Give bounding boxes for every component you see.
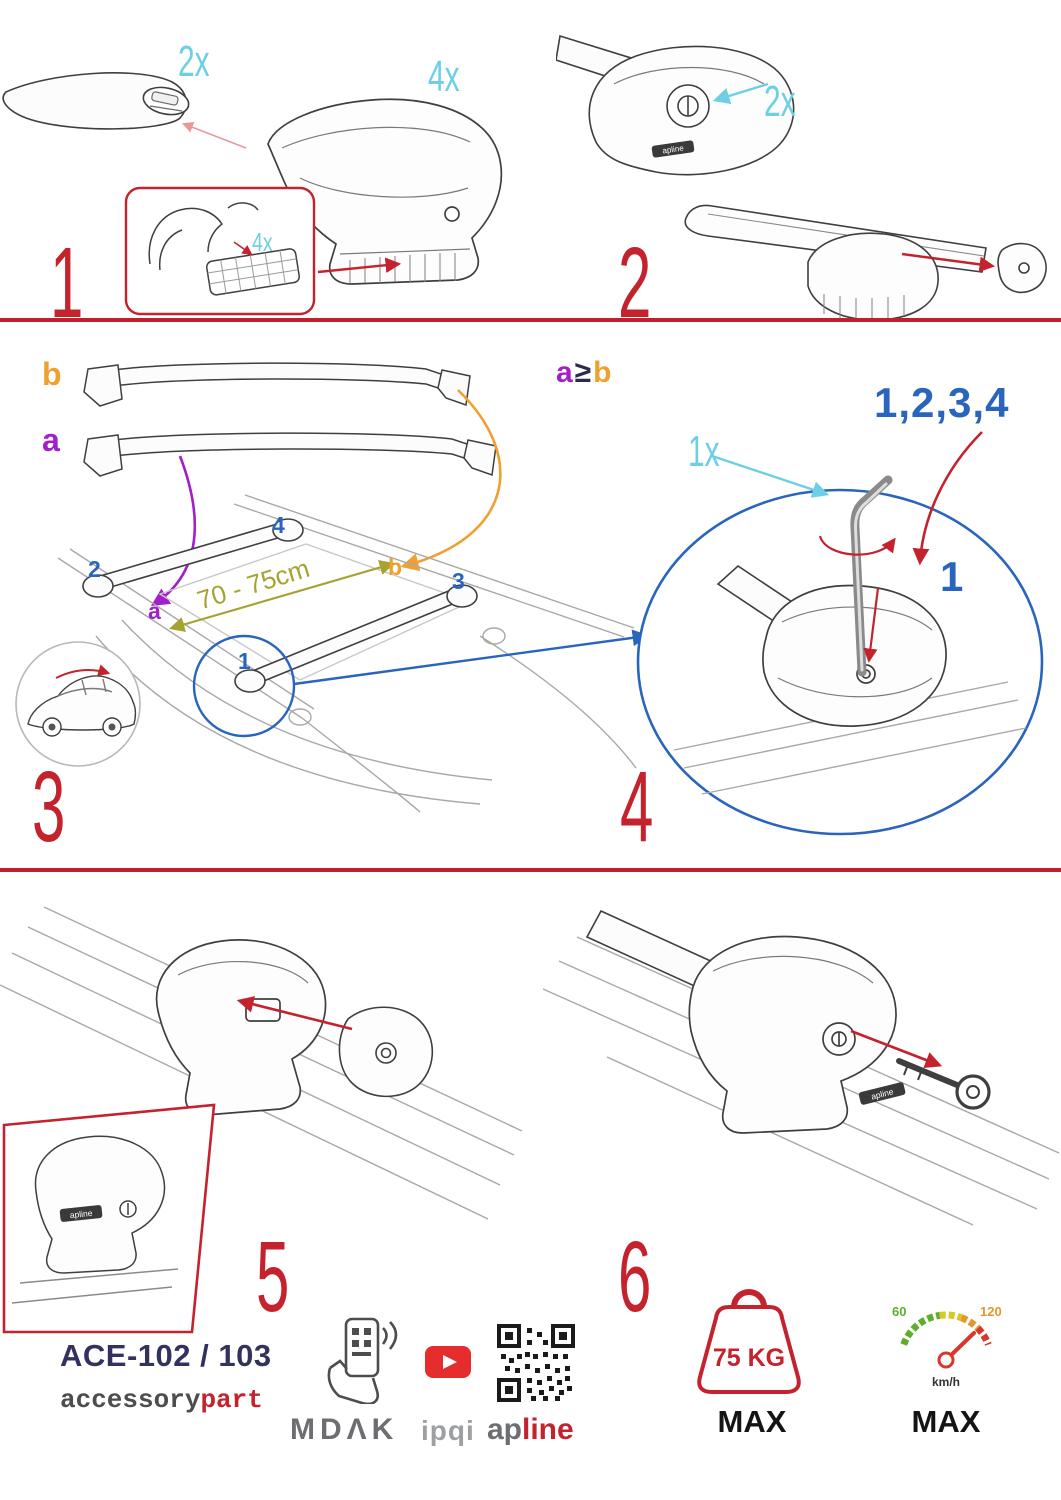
detail-connector-arrow [293, 629, 650, 686]
foot-drawing [267, 98, 503, 285]
weight-limit-value: 75 KG [713, 1344, 785, 1372]
speed-unit: km/h [932, 1375, 960, 1389]
bar-endcap-drawing [684, 204, 1047, 318]
step-2-diagram: apline [556, 34, 1047, 318]
bar-a-label: a [42, 422, 60, 458]
foot-qty-label: 4x [428, 52, 460, 101]
roof-bar-a-label: a [148, 598, 161, 624]
step-4-number: 4 [620, 751, 654, 863]
sequence-arrow [912, 431, 983, 566]
key-pointer-arrow [711, 454, 830, 498]
step-5-number: 5 [256, 1221, 290, 1333]
step-1-diagram [2, 72, 503, 316]
pad-qty-label: 4x [252, 227, 273, 257]
youtube-icon [425, 1346, 471, 1378]
rubber-pad-inset [124, 186, 316, 316]
ipqi-logo: ipqi [421, 1415, 475, 1446]
roof-crossbars [82, 518, 478, 693]
bar-leader-arrow [181, 122, 247, 149]
section-divider-1 [0, 318, 1061, 322]
crossbar-qty-label: 2x [178, 37, 210, 86]
rule-a: a [556, 356, 575, 389]
foot-lock-top-drawing [556, 34, 795, 176]
step-1-number: 1 [50, 227, 84, 339]
foot-lock-drawing [688, 935, 906, 1134]
max-speed-icon: 60 120 km/h [892, 1304, 1002, 1389]
max-weight-icon: 75 KG [697, 1289, 801, 1394]
speed-max-label: MAX [911, 1404, 981, 1439]
brand-accessory: accessory [60, 1385, 201, 1415]
key-drawing [896, 1058, 991, 1110]
step-6-diagram: apline [543, 909, 1060, 1226]
car-roof-view [57, 494, 637, 813]
roof-position-2: 2 [88, 556, 101, 582]
crossbar-drawing [2, 72, 190, 130]
rule-b: b [593, 356, 614, 389]
lock-qty-label: 2x [764, 77, 796, 126]
weight-max-label: MAX [717, 1404, 787, 1439]
key-qty-label: 1x [688, 427, 720, 476]
sequence-position-1: 1 [940, 553, 964, 600]
section-divider-2 [0, 868, 1061, 872]
lock-cover-drawing [338, 1006, 434, 1098]
rule-operator: ≥ [574, 356, 594, 389]
brand-wordmark: accessorypart [60, 1385, 263, 1415]
allen-key-drawing [850, 475, 893, 677]
qr-code [497, 1324, 575, 1402]
roof-position-1: 1 [238, 648, 251, 674]
spacing-rule: a≥b [556, 358, 613, 388]
step-5-diagram: apline [0, 906, 523, 1334]
endcap-arrow [901, 252, 996, 273]
foot-open-drawing [155, 939, 327, 1116]
step-6-number: 6 [618, 1221, 652, 1333]
lock-pointer-arrow [712, 82, 769, 105]
apline-badge: apline [662, 143, 685, 155]
key-insert-arrow [850, 1029, 943, 1069]
speed-scale-high: 120 [980, 1304, 1002, 1319]
pad-to-foot-arrow [317, 257, 402, 274]
car-inset [15, 641, 141, 767]
step-2-number: 2 [618, 227, 652, 339]
apline-line: line [522, 1413, 574, 1446]
rotate-arrow [818, 535, 896, 556]
mdak-logo: MDΛK [290, 1413, 399, 1446]
speed-scale-low: 60 [892, 1304, 906, 1319]
qr-scan-phone-icon [327, 1317, 398, 1404]
bar-a-pointer-arrow [150, 455, 197, 606]
bar-b-pointer-arrow [400, 389, 502, 572]
detail-highlight-circle [192, 634, 296, 738]
step-4-diagram [636, 431, 1044, 836]
model-number: ACE-102 / 103 [60, 1338, 272, 1373]
roof-position-3: 3 [452, 568, 465, 594]
step-3-diagram [15, 362, 650, 813]
apline-ap: ap [487, 1413, 523, 1446]
tighten-arrow [863, 587, 880, 663]
tightening-sequence-label: 1,2,3,4 [874, 379, 1010, 426]
brand-part: part [200, 1385, 263, 1415]
crossbar-b-front-view [83, 362, 471, 407]
step-3-number: 3 [32, 751, 66, 863]
bar-b-label: b [42, 356, 62, 392]
roof-position-4: 4 [272, 512, 285, 538]
distance-arrow [169, 560, 395, 632]
crossbar-a-front-view [83, 432, 497, 477]
foot-detail-drawing [762, 584, 947, 727]
apline-badge: apline [69, 1208, 93, 1220]
locked-foot-inset: apline [2, 1103, 216, 1334]
apline-logo: apline [487, 1413, 574, 1447]
roof-bar-b-label: b [388, 554, 403, 580]
cover-insert-arrow [236, 996, 353, 1031]
